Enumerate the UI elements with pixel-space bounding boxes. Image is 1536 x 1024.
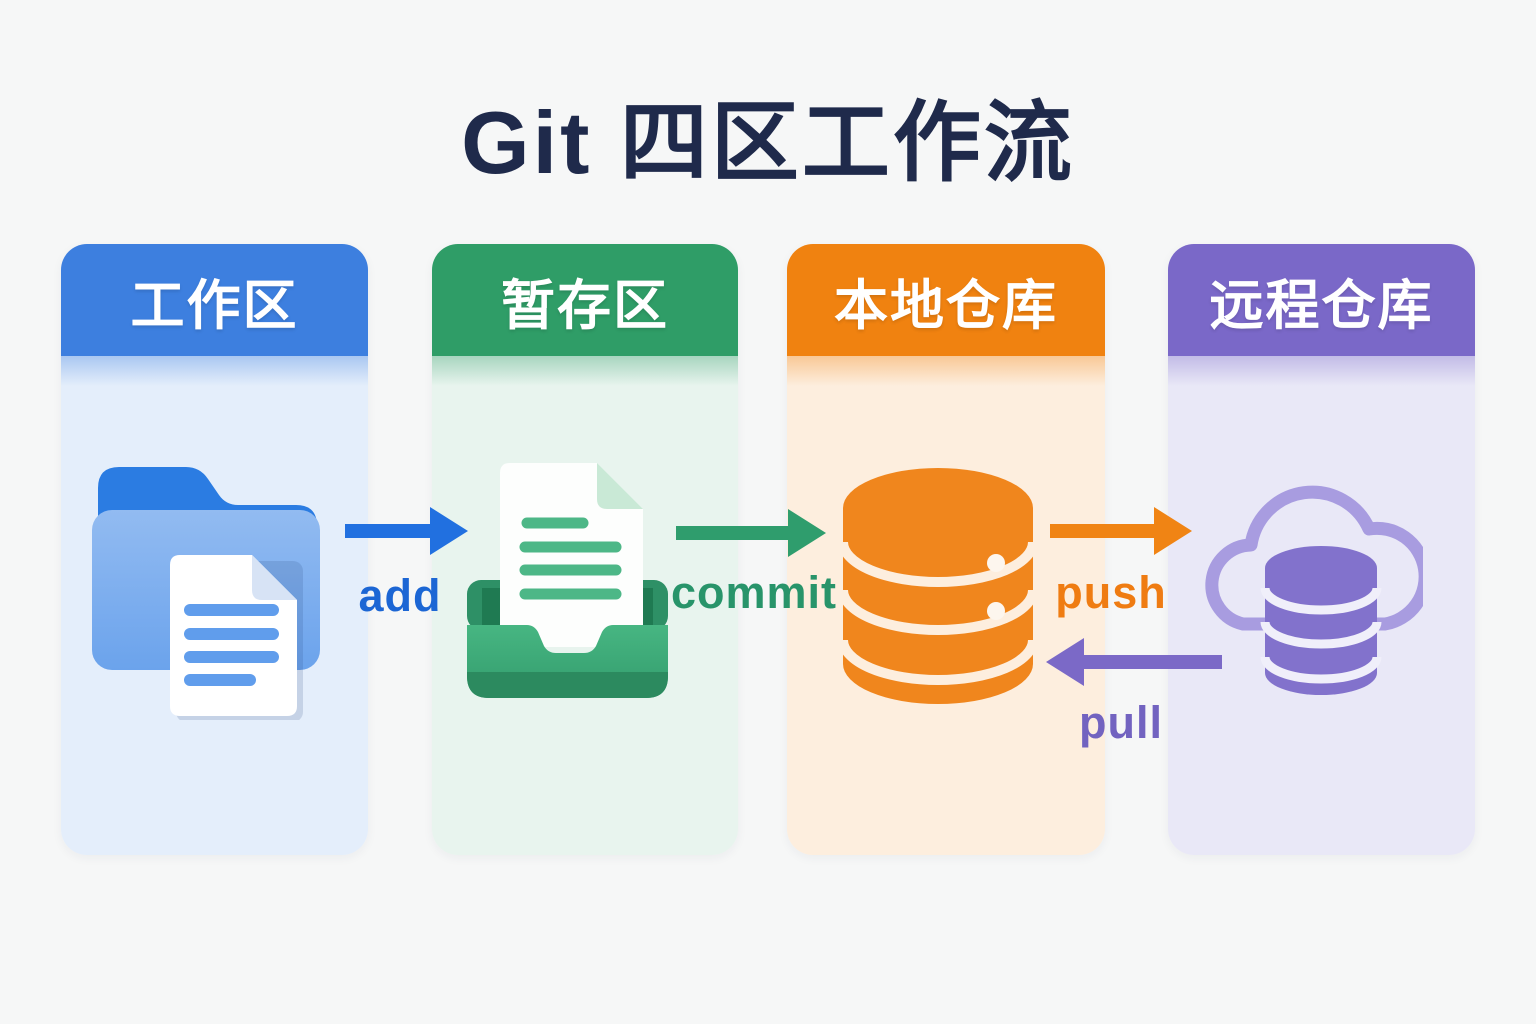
commit-label: commit	[670, 567, 838, 618]
page-title: Git 四区工作流	[461, 93, 1075, 192]
database-icon	[840, 468, 1036, 704]
push-arrow	[1050, 507, 1192, 555]
zone-remote-header: 远程仓库	[1168, 244, 1475, 356]
zone-staging-area: 暂存区	[432, 244, 738, 855]
zone-working-header: 工作区	[61, 244, 368, 356]
zone-remote-label: 远程仓库	[1209, 275, 1434, 336]
zone-staging-header: 暂存区	[432, 244, 738, 356]
push-label: push	[1055, 567, 1167, 618]
add-arrow	[345, 507, 468, 555]
commit-arrow	[676, 509, 826, 557]
zone-working-label: 工作区	[130, 275, 299, 336]
add-label: add	[358, 570, 442, 621]
zone-local-header: 本地仓库	[787, 244, 1105, 356]
pull-label: pull	[1079, 697, 1163, 748]
zone-remote-repo: 远程仓库	[1168, 244, 1475, 855]
document-inbox-tray-icon	[467, 463, 668, 698]
zone-local-label: 本地仓库	[834, 275, 1058, 336]
folder-documents-icon	[92, 467, 320, 720]
zone-local-repo: 本地仓库	[787, 244, 1105, 855]
cloud-database-icon	[1205, 485, 1423, 695]
pull-arrow	[1046, 638, 1222, 686]
zone-staging-label: 暂存区	[501, 275, 669, 336]
